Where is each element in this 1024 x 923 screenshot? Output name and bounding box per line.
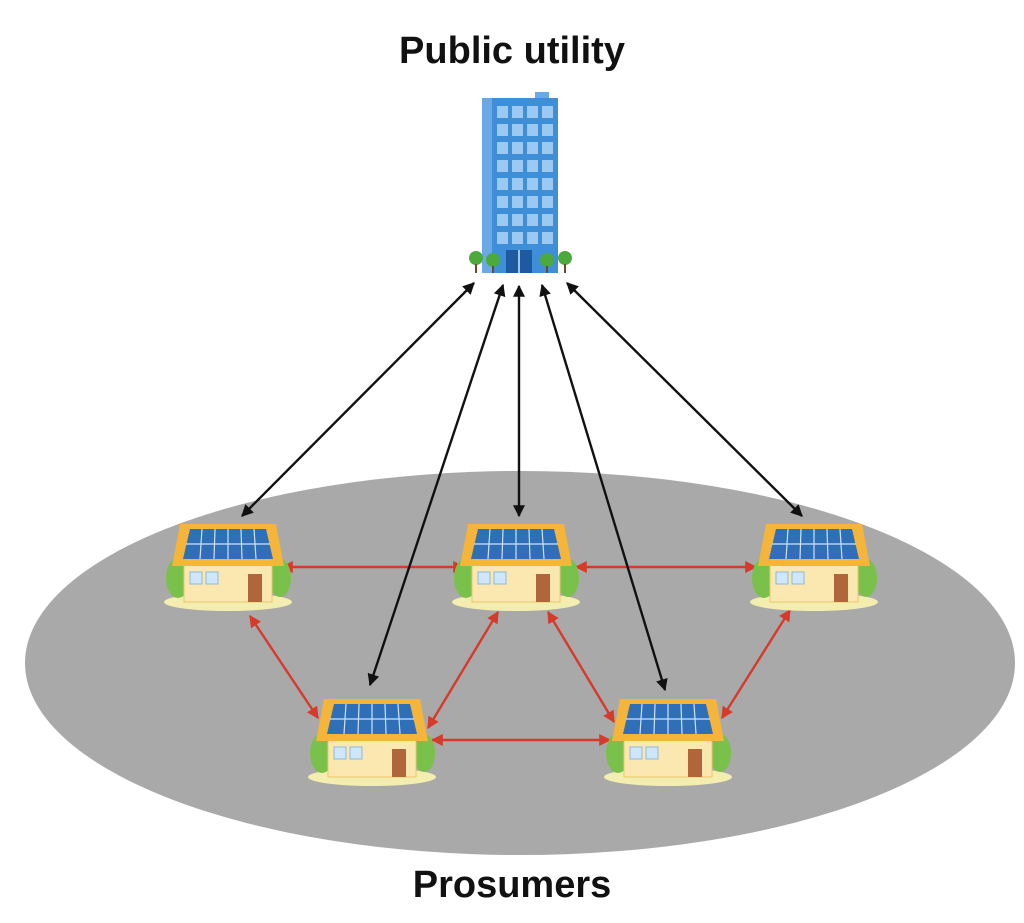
- house-3-solar-house-icon: [749, 523, 879, 612]
- office-building-icon: [469, 92, 572, 273]
- public-utility-label: Public utility: [399, 30, 625, 72]
- utility-link-2: [367, 283, 506, 687]
- utility-link-5: [539, 283, 668, 692]
- house-4-solar-house-icon: [307, 698, 437, 787]
- utility-links: [241, 282, 803, 692]
- house-1-solar-house-icon: [163, 523, 293, 612]
- peer-link-3: [249, 615, 319, 719]
- house-5-solar-house-icon: [603, 698, 733, 787]
- house-2-solar-house-icon: [451, 523, 581, 612]
- prosumers-label: Prosumers: [412, 864, 612, 906]
- peer-link-6: [720, 608, 792, 720]
